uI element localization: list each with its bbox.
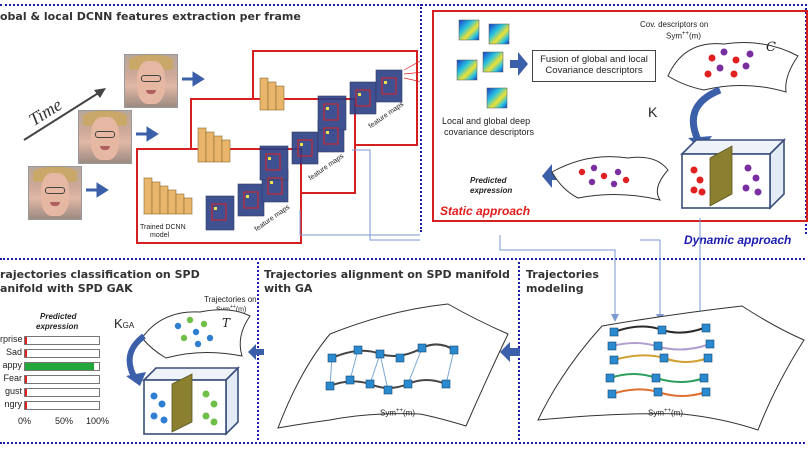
face-frame-2 [78, 110, 132, 164]
face-arrows [86, 71, 205, 198]
dynamic-approach-label: Dynamic approach [684, 233, 792, 247]
alignment-manifold [277, 303, 509, 429]
cov-desc-sym: Sym [666, 31, 682, 41]
traj-on-m: (m) [235, 306, 247, 314]
expression-bar-track [24, 375, 100, 384]
traj-on-sup: ++ [230, 304, 236, 310]
face-frame-3 [124, 54, 178, 108]
svm-cube-dynamic [142, 366, 240, 436]
expression-bar [25, 402, 28, 409]
expression-bar-track [24, 336, 100, 345]
cov-desc-sup: ++ [682, 31, 690, 37]
kga-sub: GA [122, 321, 135, 330]
classification-title-2: anifold with SPD GAK [0, 282, 133, 295]
trained-dcnn-label-2: model [150, 232, 170, 239]
deep-cov-line-1: Local and global deep [442, 116, 531, 126]
alignment-sym: Sym [380, 408, 396, 418]
expression-label: Sad [5, 347, 22, 357]
modeling-manifold [537, 305, 805, 431]
cov-desc-line-2: Sym++(m) [666, 31, 701, 41]
covariance-heatmaps [456, 19, 510, 109]
bottom-arrows [248, 342, 520, 362]
expression-bar [25, 350, 28, 357]
feature-extraction-title: obal & local DCNN features extraction pe… [0, 10, 301, 23]
trained-dcnn-label-1: Trained DCNN [140, 224, 186, 231]
predicted-expression-dyn-2: expression [36, 322, 79, 331]
cnn-layers [143, 60, 420, 241]
expression-bar [25, 376, 28, 383]
axis-tick-label: 100% [86, 416, 110, 426]
predicted-expression-dyn-1: Predicted [40, 312, 77, 321]
predicted-expression-static-1: Predicted [470, 176, 507, 185]
covariance-manifold [667, 42, 799, 93]
cov-desc-m: (m) [689, 31, 702, 41]
axis-tick-label: 50% [55, 416, 74, 426]
expression-bar [25, 363, 94, 370]
fusion-line-2: Covariance descriptors [545, 65, 643, 76]
time-arrow [23, 88, 106, 141]
expression-label: rprise [0, 334, 22, 344]
face-frame-1 [28, 166, 82, 220]
manifold-symbol-t: T [222, 316, 231, 330]
modeling-sym-label: Sym++(m) [648, 408, 683, 418]
kga-main: K [114, 316, 123, 331]
axis-tick-label: 0% [18, 416, 32, 426]
alignment-title-1: Trajectories alignment on SPD manifold [264, 268, 510, 281]
alignment-m: (m) [403, 408, 416, 418]
expression-label: appy [2, 360, 22, 370]
kga-arrow [126, 333, 146, 386]
svm-cube-static [680, 138, 786, 210]
kernel-label-ga: KGA [114, 316, 134, 331]
alignment-sym-label: Sym++(m) [380, 408, 415, 418]
bottom-panel-border [0, 258, 805, 444]
dynamic-connectors [499, 218, 704, 322]
expression-bar [25, 337, 28, 344]
expression-label: ngry [4, 399, 22, 409]
modeling-m: (m) [671, 408, 684, 418]
expression-bar-track [24, 349, 100, 358]
kernel-label-static: K [648, 104, 658, 120]
traj-on-line-1: Trajectories on [204, 295, 257, 304]
cov-desc-line-1: Cov. descriptors on [640, 20, 709, 29]
manifold-symbol-c: C [766, 40, 776, 55]
trajectory-manifold [141, 309, 251, 359]
expression-label: Fear [3, 373, 22, 383]
top-mid-divider [420, 4, 422, 232]
predicted-expression-static-2: expression [470, 186, 513, 195]
fusion-box: Fusion of global and local Covariance de… [532, 50, 656, 82]
modeling-title-1: Trajectories [526, 268, 599, 281]
modeling-title-2: modeling [526, 282, 584, 295]
deep-cov-line-2: covariance descriptors [444, 127, 535, 137]
static-approach-label: Static approach [440, 204, 531, 218]
expression-bar-track [24, 388, 100, 397]
static-approach-box [432, 10, 808, 222]
classification-title-1: rajectories classification on SPD [0, 268, 200, 281]
fusion-line-1: Fusion of global and local [540, 54, 648, 65]
expression-bar-track [24, 401, 100, 410]
expression-bar [25, 389, 28, 396]
predicted-manifold [551, 156, 669, 201]
expression-bar-track [24, 362, 100, 371]
modeling-sup: ++ [664, 408, 672, 414]
expression-label: gust [4, 386, 22, 396]
alignment-sup: ++ [396, 408, 404, 414]
modeling-sym: Sym [648, 408, 664, 418]
alignment-title-2: with GA [264, 282, 313, 295]
